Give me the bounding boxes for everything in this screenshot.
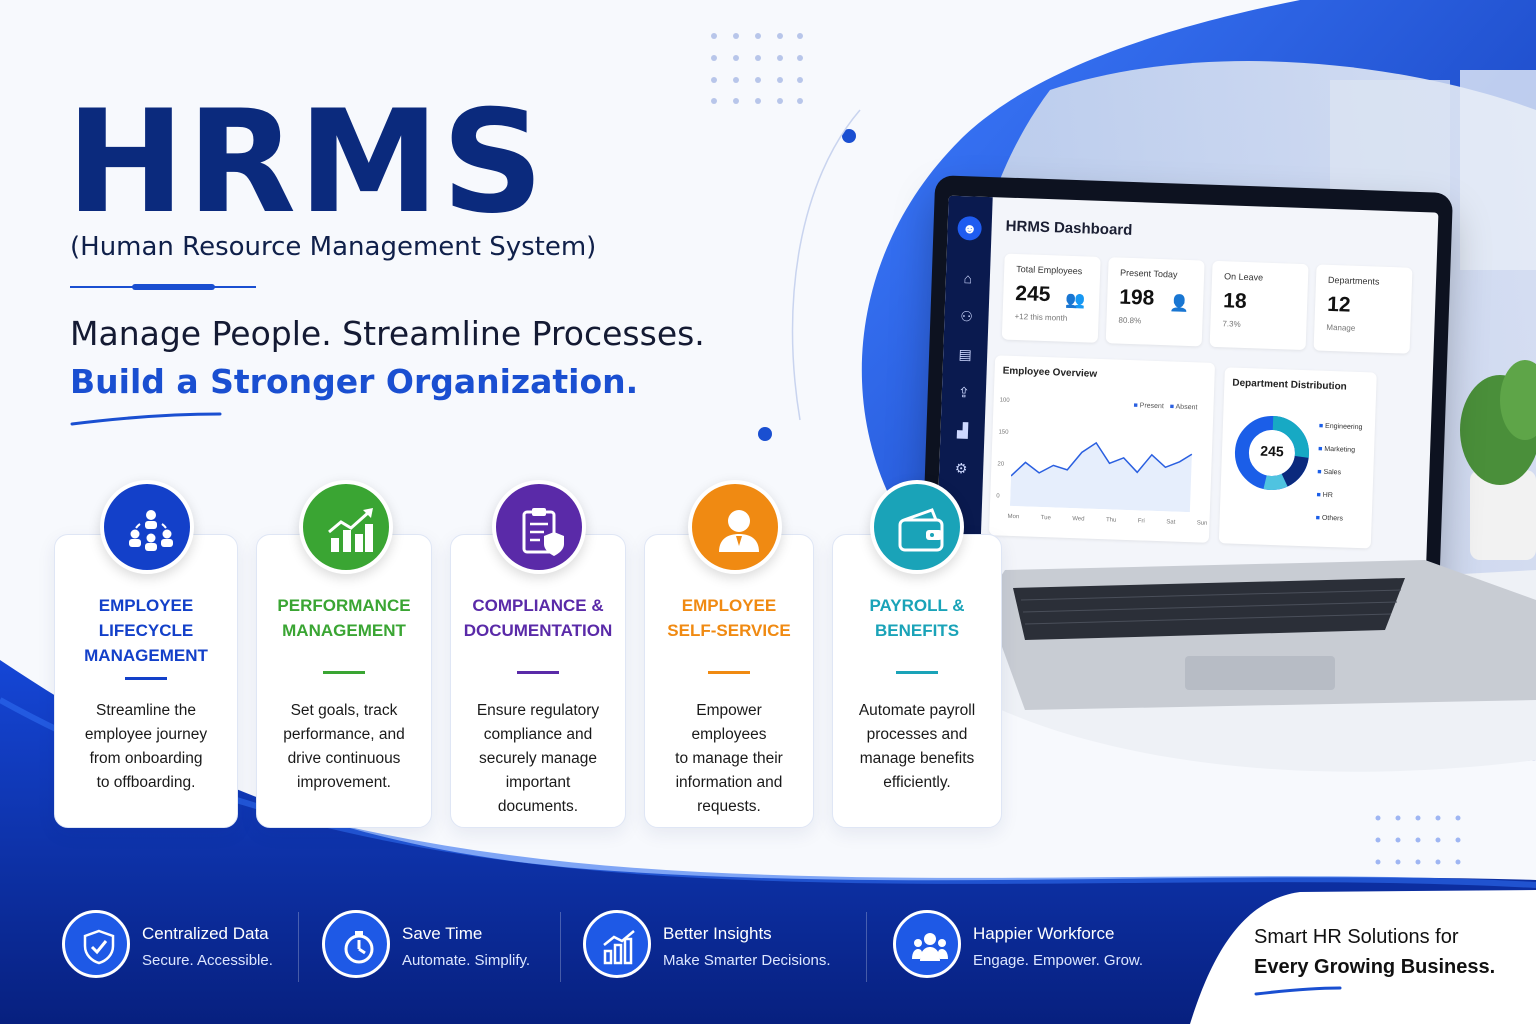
group-icon: [893, 910, 961, 978]
settings-icon[interactable]: ⚙: [954, 459, 968, 477]
feature-title: Save Time: [402, 924, 483, 943]
bar-chart-icon: [583, 910, 651, 978]
page-subtitle: (Human Resource Management System): [70, 232, 597, 262]
y-tick: 150: [998, 429, 1009, 436]
panel-title: Department Distribution: [1232, 377, 1347, 393]
stat-label: Departments: [1327, 274, 1380, 287]
stat-sub: 7.3%: [1222, 319, 1241, 329]
legend-present: ■ Present ■ Absent: [1133, 402, 1198, 412]
y-tick: 20: [997, 461, 1005, 468]
overview-line-chart: [1009, 441, 1193, 513]
divider: [560, 912, 561, 982]
stat-departments[interactable]: Departments 12 Manage: [1313, 264, 1413, 354]
tagline-line2: Build a Stronger Organization.: [70, 362, 639, 401]
people-icon[interactable]: ⚇: [959, 308, 974, 325]
donut-chart: [1234, 416, 1309, 491]
distribution-legend: ■ Engineering ■ Marketing ■ Sales ■ HR ■…: [1315, 422, 1363, 523]
feature-sub: Engage. Empower. Grow.: [973, 952, 1144, 969]
stat-present-today[interactable]: Present Today 198 80.8% 👤: [1105, 257, 1205, 347]
shield-icon: [62, 910, 130, 978]
dashboard-title: HRMS Dashboard: [1005, 217, 1133, 239]
card-divider: [323, 671, 365, 674]
card-title: COMPLIANCE &DOCUMENTATION: [463, 596, 613, 640]
clipboard-shield-icon: [492, 480, 586, 574]
laptop-keyboard-base: [985, 560, 1536, 710]
stat-sub: Manage: [1326, 322, 1356, 333]
people-icon: 👥: [1064, 291, 1086, 310]
panel-title: Employee Overview: [1002, 365, 1098, 380]
logo-icon: ☻: [957, 215, 983, 241]
stat-on-leave[interactable]: On Leave 18 7.3%: [1209, 260, 1309, 351]
upload-icon[interactable]: ⇪: [957, 384, 971, 401]
donut-center-value: 245: [1260, 442, 1284, 460]
y-tick: 100: [999, 397, 1010, 404]
card-compliance-documentation[interactable]: COMPLIANCE &DOCUMENTATION Ensure regulat…: [450, 534, 626, 828]
divider: [866, 912, 867, 982]
card-divider: [708, 671, 750, 674]
stat-label: Present Today: [1119, 267, 1178, 280]
feature-title: Centralized Data: [142, 924, 269, 943]
person-icon: [688, 480, 782, 574]
feature-sub: Automate. Simplify.: [402, 952, 531, 969]
feature-title: Happier Workforce: [973, 924, 1115, 943]
employee-overview-panel: Employee Overview ■ Present ■ Absent 100…: [988, 355, 1216, 543]
stat-label: Total Employees: [1016, 263, 1083, 277]
dashboard-screen: ☻ ⌂ ⚇ ▤ ⇪ ▟ ⚙ HRMS Dashboard Total Emplo…: [935, 195, 1439, 591]
growth-chart-icon: [299, 480, 393, 574]
closing-line2: Every Growing Business.: [1254, 956, 1496, 978]
feature-sub: Make Smarter Decisions.: [663, 952, 831, 969]
stat-sub: +12 this month: [1014, 311, 1068, 323]
card-divider: [896, 671, 938, 674]
stat-sub: 80.8%: [1118, 315, 1142, 326]
feature-sub: Secure. Accessible.: [142, 952, 273, 969]
people-network-icon: [100, 480, 194, 574]
page-title: HRMS: [66, 80, 546, 245]
card-divider: [517, 671, 559, 674]
stat-value: 18: [1222, 289, 1247, 314]
stat-value: 12: [1326, 292, 1351, 317]
y-tick: 0: [996, 493, 1000, 500]
closing-line1: Smart HR Solutions for: [1254, 926, 1459, 948]
feature-title: Better Insights: [663, 924, 772, 943]
person-icon: 👤: [1168, 295, 1190, 314]
calendar-icon[interactable]: ▤: [958, 346, 973, 363]
divider: [298, 912, 299, 982]
stat-total-employees[interactable]: Total Employees 245 +12 this month 👥: [1001, 253, 1101, 343]
card-divider: [125, 677, 167, 680]
reports-icon[interactable]: ▟: [956, 422, 969, 439]
home-icon[interactable]: ⌂: [963, 270, 973, 287]
card-title: PAYROLL &BENEFITS: [869, 596, 965, 640]
wallet-icon: [870, 480, 964, 574]
department-distribution-panel: Department Distribution 245 ■ Engineerin…: [1218, 367, 1377, 549]
stopwatch-icon: [322, 910, 390, 978]
tagline-line1: Manage People. Streamline Processes.: [70, 314, 705, 353]
stat-label: On Leave: [1223, 271, 1264, 283]
